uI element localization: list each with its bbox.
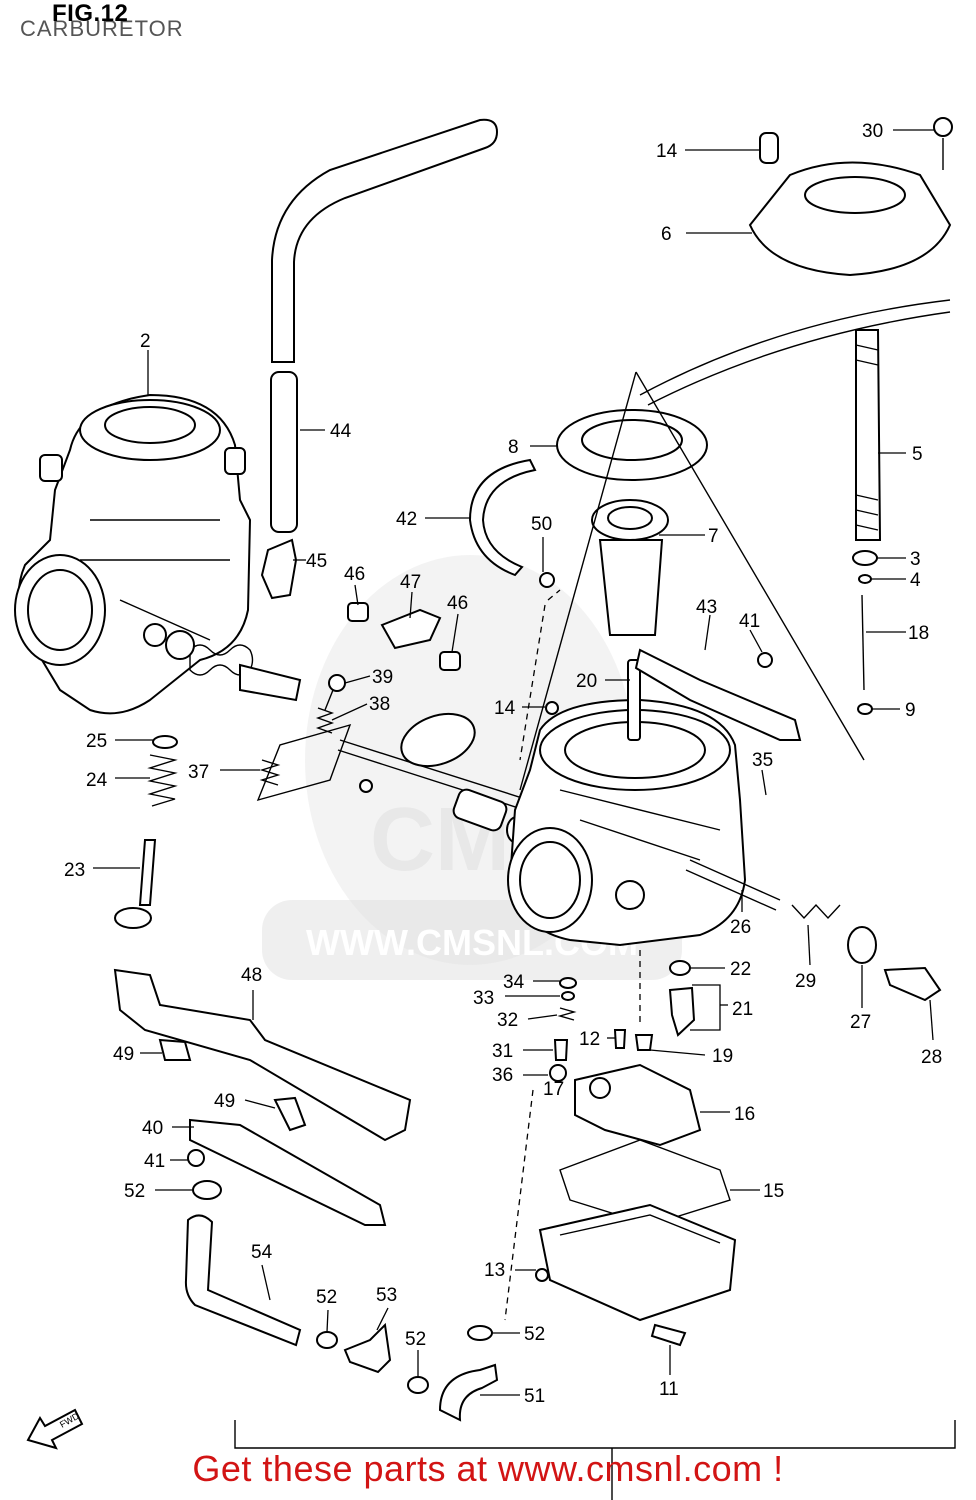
jet-parts [549, 960, 696, 1082]
top-cap [748, 117, 953, 277]
part-label-18: 18 [908, 623, 929, 644]
pilot-screw-stack [114, 735, 178, 929]
part-label-22: 22 [730, 959, 751, 980]
part-label-39: 39 [372, 667, 393, 688]
float-bowl-parts [535, 1063, 737, 1347]
part-label-33: 33 [473, 988, 494, 1009]
vent-hose-44 [270, 118, 499, 533]
part-label-14b: 14 [656, 141, 678, 162]
assembly-bracket-line [234, 1420, 956, 1500]
part-label-42: 42 [396, 509, 417, 530]
bracket-and-hose [468, 458, 802, 741]
part-label-26: 26 [730, 917, 751, 938]
vacuum-slide-parts [519, 299, 951, 791]
part-label-23: 23 [64, 860, 85, 881]
part-label-14a: 14 [494, 698, 516, 719]
part-label-32: 32 [497, 1010, 518, 1031]
part-label-21: 21 [732, 999, 753, 1020]
part-label-50: 50 [531, 514, 552, 535]
part-label-47: 47 [400, 572, 421, 593]
part-label-3: 3 [910, 549, 921, 570]
part-label-40: 40 [142, 1118, 163, 1139]
part-label-2: 2 [140, 331, 151, 352]
part-label-13: 13 [484, 1260, 505, 1281]
part-label-4: 4 [910, 570, 921, 591]
part-label-51: 51 [524, 1386, 545, 1407]
part-label-52d: 52 [405, 1329, 426, 1350]
throttle-stop-parts [256, 674, 352, 802]
part-label-9: 9 [905, 700, 916, 721]
part-label-16: 16 [734, 1104, 755, 1125]
part-label-52a: 52 [524, 1324, 545, 1345]
part-label-29: 29 [795, 971, 816, 992]
part-label-46b: 46 [447, 593, 468, 614]
part-label-25: 25 [86, 731, 107, 752]
part-label-31: 31 [492, 1041, 513, 1062]
part-label-12: 12 [579, 1029, 600, 1050]
part-label-20: 20 [576, 671, 597, 692]
part-label-8: 8 [508, 437, 519, 458]
part-label-36: 36 [492, 1065, 513, 1086]
figure-title: FIG.12 [52, 0, 129, 27]
part-label-53: 53 [376, 1285, 397, 1306]
fittings [260, 538, 461, 671]
carburetor-assembly-right [507, 659, 747, 947]
part-label-37: 37 [188, 762, 209, 783]
part-label-54: 54 [251, 1242, 273, 1263]
part-label-41b: 41 [144, 1151, 165, 1172]
part-label-15: 15 [763, 1181, 784, 1202]
part-label-44: 44 [330, 421, 352, 442]
part-label-43: 43 [696, 597, 717, 618]
part-label-46a: 46 [344, 564, 365, 585]
part-label-45: 45 [306, 551, 327, 572]
figure-subtitle: CARBURETOR [20, 16, 184, 41]
part-label-34: 34 [503, 972, 525, 993]
part-label-30: 30 [862, 121, 883, 142]
part-label-17: 17 [543, 1079, 564, 1100]
fwd-direction-arrow: FWD [26, 1408, 84, 1450]
part-label-38: 38 [369, 694, 390, 715]
part-label-48: 48 [241, 965, 262, 986]
part-label-7: 7 [708, 526, 719, 547]
part-label-41a: 41 [739, 611, 760, 632]
part-label-28: 28 [921, 1047, 942, 1068]
part-label-19: 19 [712, 1046, 733, 1067]
part-label-6: 6 [661, 224, 672, 245]
choke-linkage [685, 859, 942, 1002]
throttle-shaft [337, 712, 561, 844]
part-label-52c: 52 [316, 1287, 337, 1308]
part-label-24: 24 [86, 770, 108, 791]
parts-link-banner[interactable]: Get these parts at www.cmsnl.com ! [192, 1448, 784, 1489]
part-label-49b: 49 [214, 1091, 235, 1112]
part-label-35: 35 [752, 750, 773, 771]
leader-lines [93, 129, 934, 1396]
part-number-labels: 2 44 45 46 47 46 39 38 37 25 24 23 42 8 … [64, 121, 942, 1407]
carburetor-assembly-left [14, 393, 302, 715]
part-label-5: 5 [912, 444, 923, 465]
part-label-11: 11 [659, 1379, 679, 1400]
part-label-49a: 49 [113, 1044, 134, 1065]
part-label-52b: 52 [124, 1181, 145, 1202]
part-label-27: 27 [850, 1012, 871, 1033]
